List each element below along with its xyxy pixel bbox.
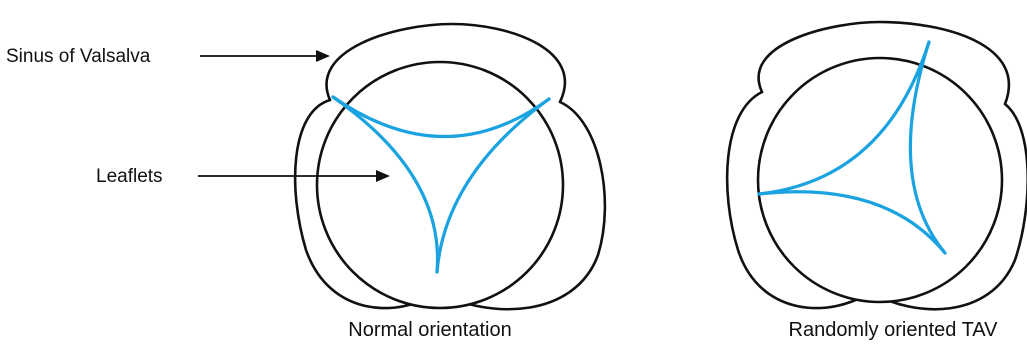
sinus-lobe-left-random: [725, 90, 872, 310]
sinus-lobe-top: [325, 22, 567, 104]
annulus-circle-random: [756, 56, 1004, 304]
caption-normal-orientation: Normal orientation: [348, 319, 511, 341]
annulus-circle: [315, 60, 565, 310]
sinus-lobe-right-random: [868, 102, 1027, 311]
leaflet-line-left: [331, 95, 440, 274]
leaflet-line-right: [435, 97, 551, 274]
sinus-lobe-top-random: [757, 20, 1011, 106]
leaflet-line-c-random: [757, 190, 947, 255]
leaflet-line-b-random: [908, 40, 947, 255]
leaflets-arrow-head: [376, 170, 390, 182]
leaflet-line-top: [331, 95, 551, 139]
leaflets-label: Leaflets: [96, 166, 163, 187]
sinus-lobe-left: [293, 98, 440, 310]
sinus-arrow-head: [316, 50, 330, 62]
sinus-lobe-right: [436, 100, 607, 311]
leaflet-line-a-random: [757, 40, 931, 196]
sinus-of-valsalva-label: Sinus of Valsalva: [6, 46, 151, 67]
normal-orientation-figure: [293, 22, 607, 311]
caption-randomly-oriented-tav: Randomly oriented TAV: [789, 319, 999, 341]
random-orientation-figure: [725, 20, 1027, 311]
